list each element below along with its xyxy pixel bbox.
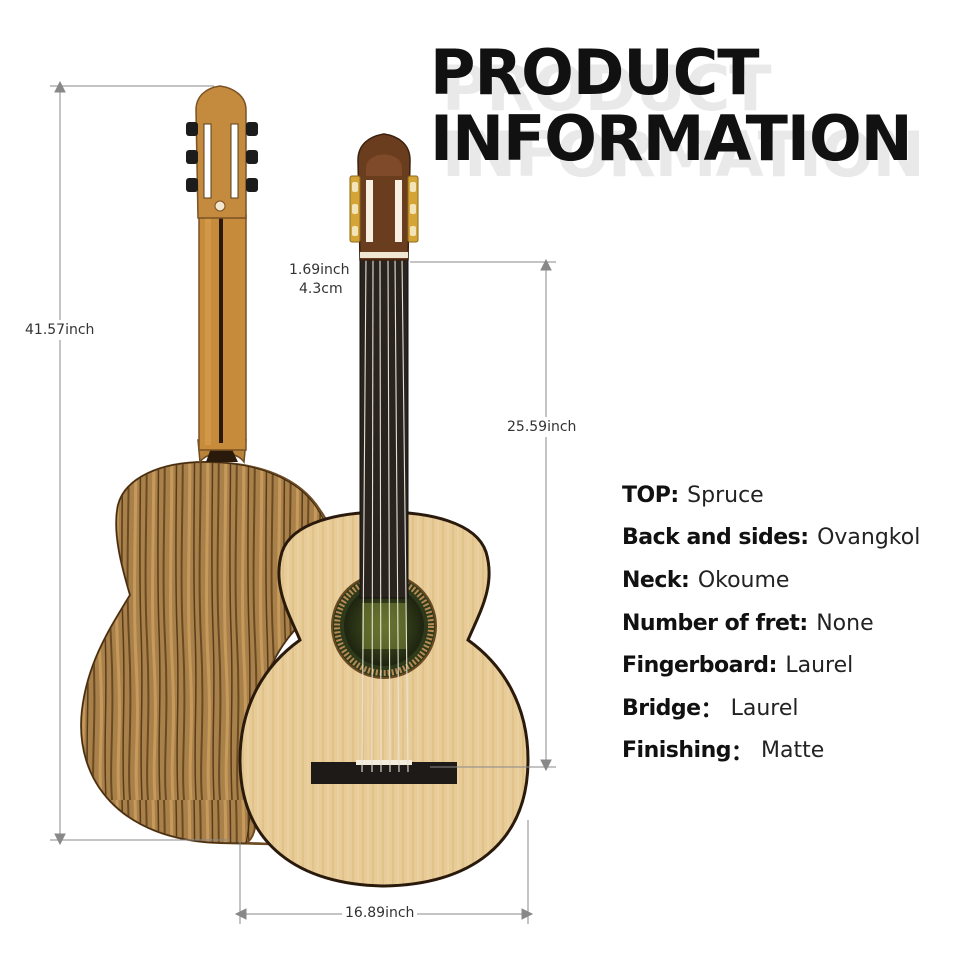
scale-length-label: 25.59inch bbox=[504, 417, 580, 437]
spec-row-top: TOP:Spruce bbox=[622, 482, 764, 508]
body-width-label: 16.89inch bbox=[342, 903, 418, 923]
title-line-1: PRODUCT PRODUCT bbox=[430, 36, 771, 125]
nut-width-inch-label: 1.69inch bbox=[286, 260, 353, 280]
spec-list: TOP:Spruce Back and sides:Ovangkol Neck:… bbox=[622, 474, 952, 772]
page-title: PRODUCT PRODUCT INFORMATION INFORMATION bbox=[430, 36, 950, 191]
spec-row-back-and-sides: Back and sides:Ovangkol bbox=[622, 525, 921, 551]
spec-row-fingerboard: Fingerboard:Laurel bbox=[622, 653, 854, 679]
total-length-label: 41.57inch bbox=[22, 320, 98, 340]
spec-row-number-of-fret: Number of fret:None bbox=[622, 610, 874, 636]
guitar-front-view bbox=[238, 133, 530, 888]
front-body bbox=[238, 510, 530, 888]
spec-row-bridge: Bridge：Laurel bbox=[622, 695, 799, 724]
title-line-2: INFORMATION INFORMATION bbox=[430, 102, 925, 191]
front-headstock bbox=[357, 133, 411, 261]
nut-width-cm-label: 4.3cm bbox=[296, 279, 346, 299]
dimension-lines bbox=[50, 80, 556, 924]
spec-row-neck: Neck:Okoume bbox=[622, 567, 790, 593]
spec-row-finishing: Finishing：Matte bbox=[622, 738, 825, 766]
